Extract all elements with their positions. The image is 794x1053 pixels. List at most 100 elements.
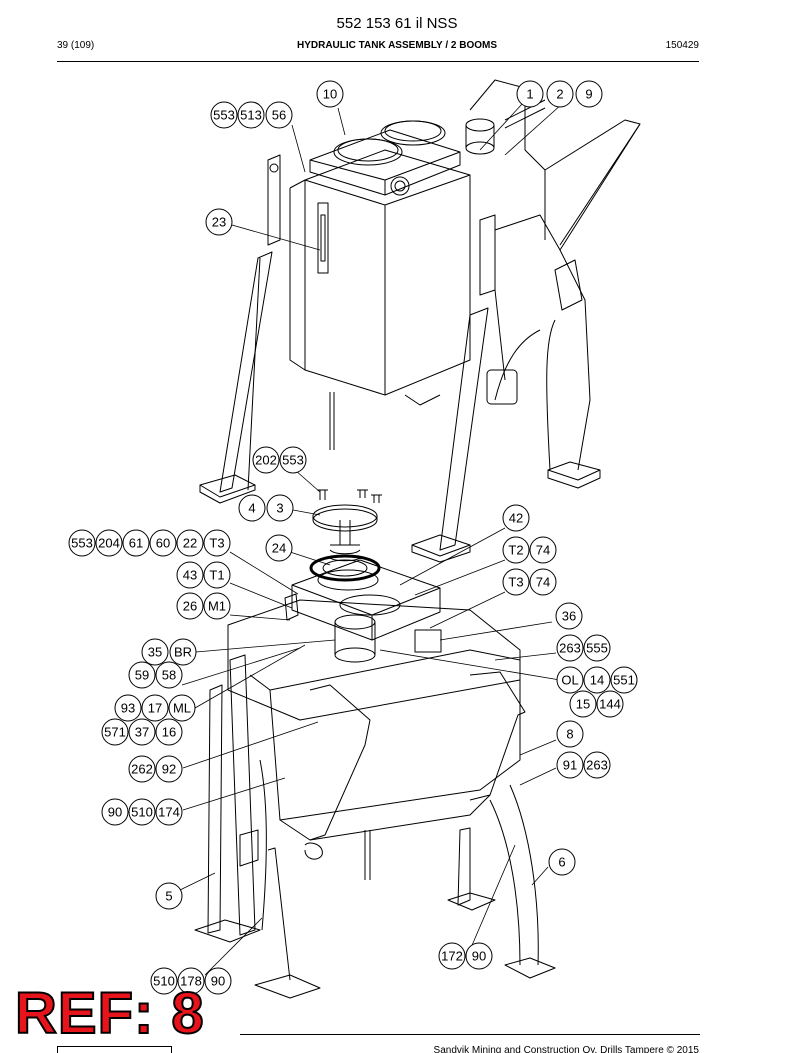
svg-text:35: 35 (148, 645, 162, 660)
callout-553: 553 (279, 446, 307, 474)
svg-text:17: 17 (148, 701, 162, 716)
callout-T3: T3 (502, 568, 530, 596)
callout-90: 90 (204, 967, 232, 995)
svg-text:8: 8 (566, 727, 573, 742)
callout-553: 553 (68, 529, 96, 557)
lower-tank (194, 559, 556, 999)
svg-text:61: 61 (129, 536, 143, 551)
callout-551: 551 (610, 666, 638, 694)
callout-174: 174 (155, 798, 183, 826)
svg-text:58: 58 (162, 668, 176, 683)
callout-37: 37 (128, 718, 156, 746)
callout-35: 35 (141, 638, 169, 666)
document-id: 552 153 61 il NSS (336, 15, 458, 32)
callout-144: 144 (596, 690, 624, 718)
callout-36: 36 (555, 602, 583, 630)
callout-M1: M1 (203, 592, 231, 620)
svg-text:510: 510 (153, 974, 175, 989)
svg-text:90: 90 (108, 805, 122, 820)
callout-61: 61 (122, 529, 150, 557)
callout-58: 58 (155, 661, 183, 689)
callout-263: 263 (556, 634, 584, 662)
svg-text:14: 14 (590, 673, 604, 688)
svg-text:91: 91 (563, 758, 577, 773)
svg-text:BR: BR (174, 645, 192, 660)
svg-text:23: 23 (212, 215, 226, 230)
svg-text:92: 92 (162, 762, 176, 777)
svg-text:9: 9 (585, 87, 592, 102)
svg-text:90: 90 (472, 949, 486, 964)
callout-510: 510 (150, 967, 178, 995)
callout-74: 74 (529, 568, 557, 596)
svg-text:4: 4 (248, 501, 255, 516)
svg-text:10: 10 (323, 87, 337, 102)
svg-text:60: 60 (156, 536, 170, 551)
callout-10: 10 (316, 80, 344, 108)
callout-90: 90 (465, 942, 493, 970)
callout-91: 91 (556, 751, 584, 779)
callout-93: 93 (114, 694, 142, 722)
callout-2: 2 (546, 80, 574, 108)
callout-43: 43 (176, 561, 204, 589)
svg-text:553: 553 (213, 108, 235, 123)
callout-172: 172 (438, 942, 466, 970)
callout-92: 92 (155, 755, 183, 783)
svg-text:204: 204 (98, 536, 120, 551)
svg-text:74: 74 (536, 575, 550, 590)
callout-74: 74 (529, 536, 557, 564)
callout-555: 555 (583, 634, 611, 662)
svg-text:553: 553 (71, 536, 93, 551)
svg-text:3: 3 (276, 501, 283, 516)
brand-logo-bar (57, 1046, 172, 1053)
callout-6: 6 (548, 848, 576, 876)
callout-262: 262 (128, 755, 156, 783)
callout-16: 16 (155, 718, 183, 746)
bolts (317, 489, 382, 503)
callout-60: 60 (149, 529, 177, 557)
document-code: 150429 (665, 40, 699, 51)
callout-24: 24 (265, 534, 293, 562)
callout-3: 3 (266, 494, 294, 522)
callout-4: 4 (238, 494, 266, 522)
callout-5: 5 (155, 882, 183, 910)
page-number: 39 (109) (57, 40, 95, 51)
callout-553: 553 (210, 101, 238, 129)
svg-text:OL: OL (561, 673, 578, 688)
svg-text:T1: T1 (209, 568, 224, 583)
svg-text:15: 15 (576, 697, 590, 712)
copyright-footer: Sandvik Mining and Construction Oy, Dril… (433, 1045, 699, 1053)
svg-text:T2: T2 (508, 543, 523, 558)
svg-text:37: 37 (135, 725, 149, 740)
callout-8: 8 (556, 720, 584, 748)
svg-text:74: 74 (536, 543, 550, 558)
svg-text:42: 42 (509, 511, 523, 526)
svg-text:202: 202 (255, 453, 277, 468)
callout-42: 42 (502, 504, 530, 532)
svg-text:T3: T3 (508, 575, 523, 590)
callout-ML: ML (168, 694, 196, 722)
svg-text:24: 24 (272, 541, 286, 556)
svg-text:36: 36 (562, 609, 576, 624)
callout-1: 1 (516, 80, 544, 108)
svg-text:144: 144 (599, 697, 621, 712)
svg-text:90: 90 (211, 974, 225, 989)
svg-text:178: 178 (180, 974, 202, 989)
svg-text:16: 16 (162, 725, 176, 740)
callout-571: 571 (101, 718, 129, 746)
svg-text:43: 43 (183, 568, 197, 583)
callout-56: 56 (265, 101, 293, 129)
callout-14: 14 (583, 666, 611, 694)
callout-9: 9 (575, 80, 603, 108)
svg-text:22: 22 (183, 536, 197, 551)
callout-513: 513 (237, 101, 265, 129)
svg-text:513: 513 (240, 108, 262, 123)
callout-15: 15 (569, 690, 597, 718)
callout-90: 90 (101, 798, 129, 826)
svg-text:1: 1 (526, 87, 533, 102)
callout-T3: T3 (203, 529, 231, 557)
svg-text:571: 571 (104, 725, 126, 740)
callout-178: 178 (177, 967, 205, 995)
footer-rule (240, 1034, 700, 1035)
callout-17: 17 (141, 694, 169, 722)
